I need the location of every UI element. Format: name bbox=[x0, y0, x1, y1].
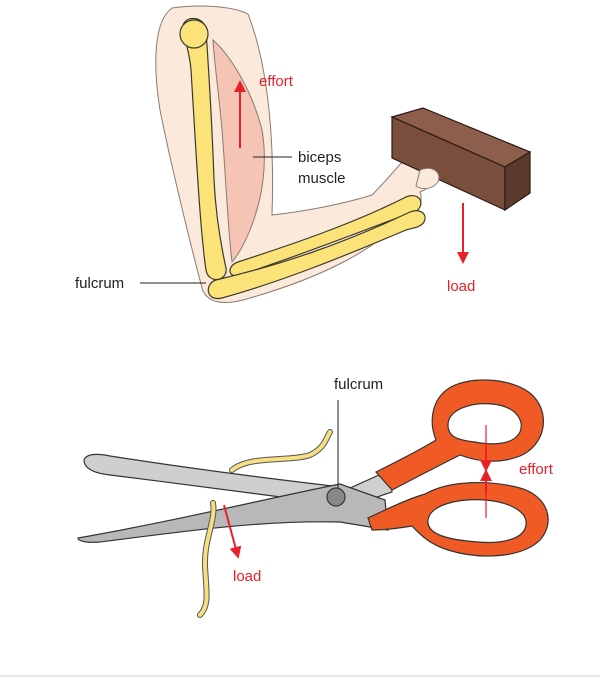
ulna-bone bbox=[207, 210, 426, 300]
biceps-label-line1: biceps bbox=[298, 149, 341, 166]
scissors-load-arrow bbox=[223, 504, 242, 559]
lower-handle bbox=[367, 482, 549, 557]
hand-thumb bbox=[415, 167, 440, 190]
load-block bbox=[390, 107, 532, 212]
arm-effort-label: effort bbox=[259, 73, 294, 90]
arm-fulcrum-label: fulcrum bbox=[75, 275, 124, 292]
biceps-label-line2: muscle bbox=[298, 170, 346, 187]
scissors-load-label: load bbox=[233, 568, 261, 585]
arm-diagram: effort biceps muscle fulcrum load bbox=[75, 5, 532, 303]
biceps-muscle bbox=[212, 38, 265, 264]
upper-handle bbox=[375, 379, 544, 491]
scissors-effort-label: effort bbox=[519, 461, 554, 478]
arm-load-label: load bbox=[447, 278, 475, 295]
pivot-screw bbox=[326, 487, 346, 507]
scissors-fulcrum-label: fulcrum bbox=[334, 376, 383, 393]
humerus-head bbox=[179, 19, 209, 49]
scissors-diagram: fulcrum effort load bbox=[77, 376, 554, 618]
lower-blade bbox=[77, 483, 389, 543]
